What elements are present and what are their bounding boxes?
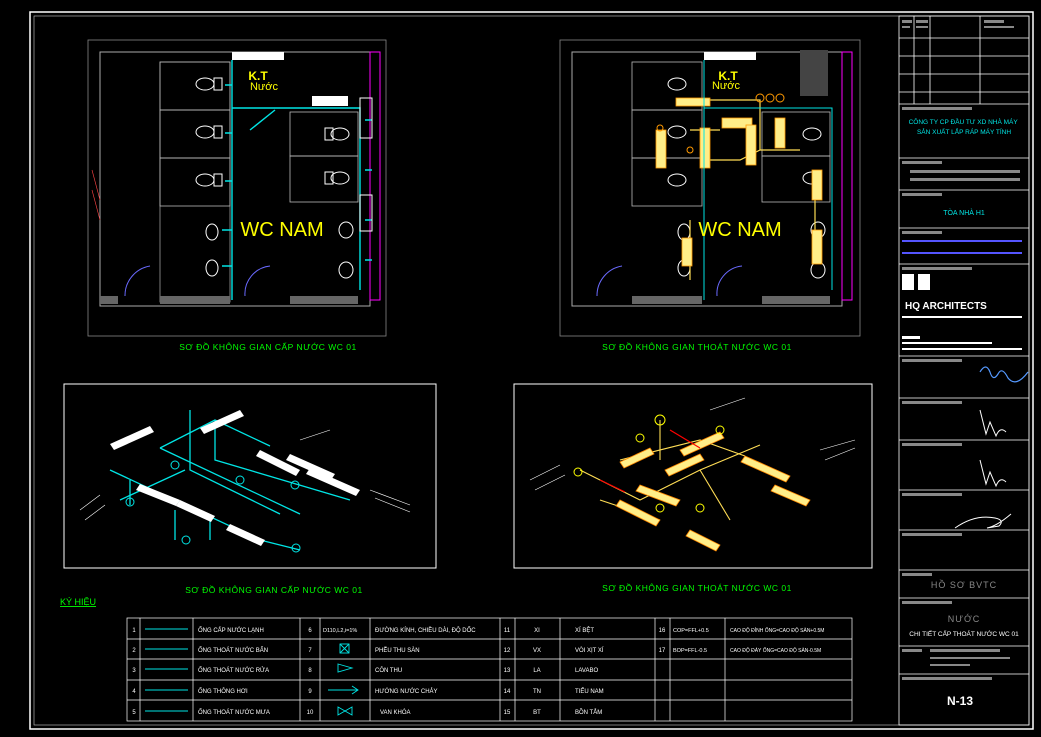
- legend-label: XÍ BỆT: [575, 626, 594, 634]
- supply-kt-label: K.T: [248, 69, 268, 83]
- building-name: TÒA NHÀ H1: [943, 208, 985, 217]
- legend-label: PHỄU THU SÀN: [375, 647, 420, 654]
- company-name: CÔNG TY CP ĐẦU TƯ XD NHÀ MÁY SẢN XUẤT LẮ…: [909, 116, 1020, 136]
- legend-no: 15: [504, 710, 511, 716]
- drain-plan-caption: SƠ ĐỒ KHÔNG GIAN THOÁT NƯỚC WC 01: [602, 341, 792, 352]
- sheet-number: N-13: [947, 694, 973, 708]
- legend-no: 16: [659, 628, 666, 634]
- discipline: NƯỚC: [948, 614, 980, 624]
- legend-label: CÔN THU: [375, 667, 402, 674]
- legend-no: 11: [504, 628, 511, 634]
- supply-room-label: WC NAM: [240, 219, 323, 241]
- stage: HỒ SƠ BVTC: [931, 579, 997, 590]
- legend-no: 1: [132, 628, 136, 634]
- drain-kt-label: K.T: [718, 69, 738, 83]
- supply-plan-caption: SƠ ĐỒ KHÔNG GIAN CẤP NƯỚC WC 01: [179, 341, 356, 352]
- drain-room-label: WC NAM: [698, 219, 781, 241]
- legend-label: ỐNG THÔNG HƠI: [198, 688, 248, 695]
- legend-label: LAVABO: [575, 668, 598, 674]
- plan-supply: K.T Nước WC NAM: [87, 39, 387, 337]
- legend-label: ĐƯỜNG KÍNH, CHIỀU DÀI, ĐỘ DỐC: [375, 627, 476, 634]
- legend-label: ỐNG THOÁT NƯỚC MƯA: [198, 709, 270, 716]
- legend-no: 13: [504, 668, 511, 674]
- sheet-title: CHI TIẾT CẤP THOÁT NƯỚC WC 01: [909, 628, 1019, 638]
- iso-supply: [63, 383, 437, 569]
- legend-label: BỒN TẮM: [575, 708, 602, 716]
- legend-no: 3: [132, 668, 136, 674]
- legend-label: HƯỚNG NƯỚC CHẢY: [375, 688, 438, 695]
- legend-no: 17: [659, 648, 666, 654]
- legend-no: 8: [308, 668, 312, 674]
- plan-drain: K.T Nước WC NAM: [559, 39, 861, 337]
- legend-sym: BT: [533, 710, 541, 716]
- signature-2: [979, 409, 1007, 438]
- legend-symbols-col2: [328, 643, 359, 716]
- legend-sym: VX: [533, 648, 541, 654]
- supply-kt-sub: Nước: [250, 81, 279, 93]
- legend-sym: D110,L2,i=1%: [323, 628, 357, 634]
- architects-name: HQ ARCHITECTS: [905, 301, 987, 312]
- legend-label: ỐNG THOÁT NƯỚC RỬA: [198, 667, 269, 674]
- sheet-border: [29, 11, 1034, 730]
- legend-sym: BOP=FFL-0.5: [673, 648, 707, 654]
- legend-label: ỐNG CẤP NƯỚC LẠNH: [198, 627, 264, 634]
- legend-no: 14: [504, 689, 511, 695]
- legend-sym: LA: [533, 668, 540, 674]
- drain-kt-sub: Nước: [712, 80, 741, 92]
- legend-no: 7: [308, 648, 312, 654]
- legend-sym: TN: [533, 689, 541, 695]
- legend-no: 4: [132, 689, 136, 695]
- signature-3: [979, 459, 1007, 488]
- signature-4: [954, 513, 1012, 529]
- legend-no: 10: [307, 710, 314, 716]
- legend-sym: XI: [534, 628, 540, 634]
- architect-logo: [902, 274, 942, 290]
- signature-1: [979, 366, 1029, 383]
- legend-label: VÒI XỊT XÍ: [575, 647, 604, 654]
- legend-no: 5: [132, 710, 136, 716]
- legend-title: KÝ HIỆU: [60, 597, 96, 607]
- legend-label: CAO ĐỘ ĐỈNH ỐNG=CAO ĐỘ SÀN+0.5M: [730, 627, 824, 634]
- sheet-inner-border: [33, 15, 1030, 726]
- legend-sym: COP=FFL+0.5: [673, 628, 709, 634]
- iso-supply-caption: SƠ ĐỒ KHÔNG GIAN CẤP NƯỚC WC 01: [185, 584, 362, 595]
- legend-no: 12: [504, 648, 511, 654]
- iso-drain: [513, 383, 873, 569]
- legend-no: 9: [308, 689, 312, 695]
- legend-no: 2: [132, 648, 136, 654]
- legend-label: ỐNG THOÁT NƯỚC BẨN: [198, 647, 268, 654]
- legend-table: [126, 617, 853, 722]
- legend-label: CAO ĐỘ ĐÁY ỐNG=CAO ĐỘ SÀN-0.5M: [730, 647, 821, 654]
- title-block: [898, 15, 1030, 726]
- iso-drain-caption: SƠ ĐỒ KHÔNG GIAN THOÁT NƯỚC WC 01: [602, 582, 792, 593]
- legend-label: VAN KHÓA: [380, 709, 411, 716]
- legend-label: TIỂU NAM: [575, 688, 604, 695]
- legend-no: 6: [308, 628, 312, 634]
